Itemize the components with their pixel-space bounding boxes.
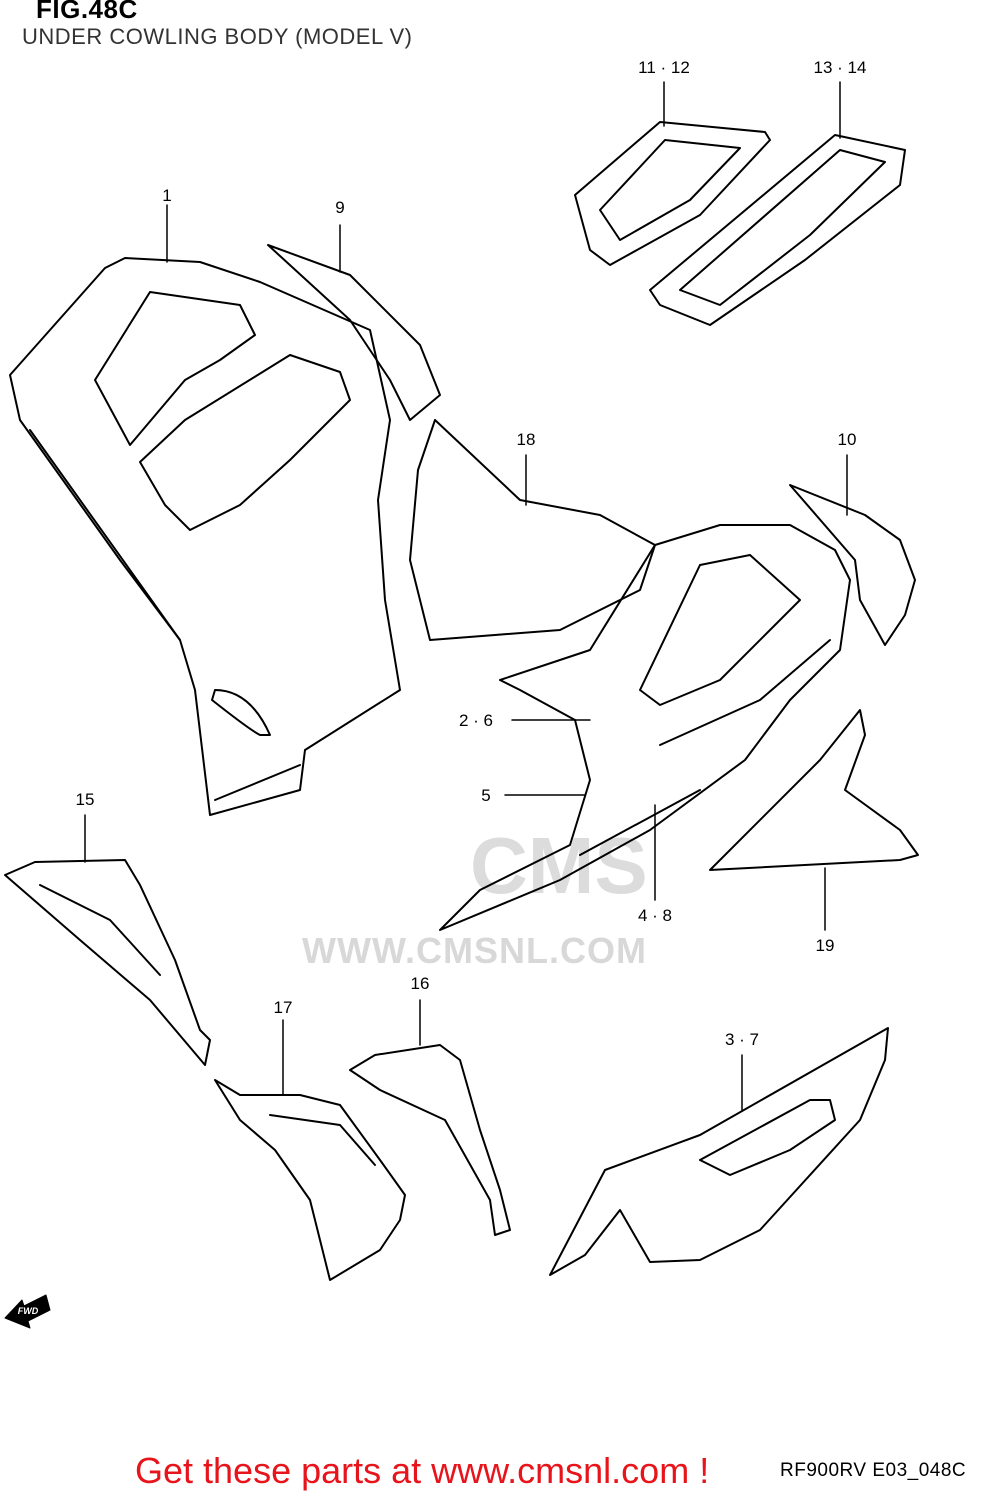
callout-16: 16 xyxy=(410,974,430,993)
callout-2-6: 2 · 6 xyxy=(458,711,494,730)
callout-19: 19 xyxy=(815,936,835,955)
callout-11-12: 11 · 12 xyxy=(638,58,690,77)
leader-lines xyxy=(84,81,848,1111)
part-1-side-cowling xyxy=(9,257,401,816)
part-18-inner-panel xyxy=(409,419,656,641)
part-15-panel xyxy=(4,859,211,1066)
callout-1: 1 xyxy=(162,186,172,205)
part-19-panel xyxy=(709,709,919,871)
footer-link[interactable]: Get these parts at www.cmsnl.com ! xyxy=(135,1450,710,1491)
callout-5: 5 xyxy=(481,786,491,805)
callout-3-7: 3 · 7 xyxy=(724,1030,760,1049)
fwd-label: FWD xyxy=(18,1306,39,1316)
watermark-url: WWW.CMSNL.COM xyxy=(302,930,647,971)
part-2-6-lower-fairing xyxy=(439,524,851,931)
callout-4-8: 4 · 8 xyxy=(637,906,673,925)
callout-13-14: 13 · 14 xyxy=(813,58,867,77)
callout-18: 18 xyxy=(516,430,536,449)
reference-code: RF900RV E03_048C xyxy=(780,1460,967,1481)
part-3-7-decal-panel xyxy=(549,1027,889,1276)
figure-subtitle: UNDER COWLING BODY (MODEL V) xyxy=(22,24,413,49)
part-16-panel xyxy=(349,1044,511,1236)
callout-10: 10 xyxy=(837,430,857,449)
figure-number: FIG.48C xyxy=(36,0,138,24)
part-13-14-duct xyxy=(649,134,906,326)
part-11-12-duct xyxy=(574,121,771,266)
callout-17: 17 xyxy=(273,998,293,1017)
part-10-side-piece xyxy=(789,484,916,646)
part-17-panel xyxy=(214,1079,406,1281)
part-9-trim xyxy=(267,244,441,421)
callout-9: 9 xyxy=(335,198,345,217)
fwd-arrow-icon: FWD xyxy=(4,1294,51,1329)
watermark-logo: CMS xyxy=(470,821,648,910)
callout-15: 15 xyxy=(75,790,95,809)
